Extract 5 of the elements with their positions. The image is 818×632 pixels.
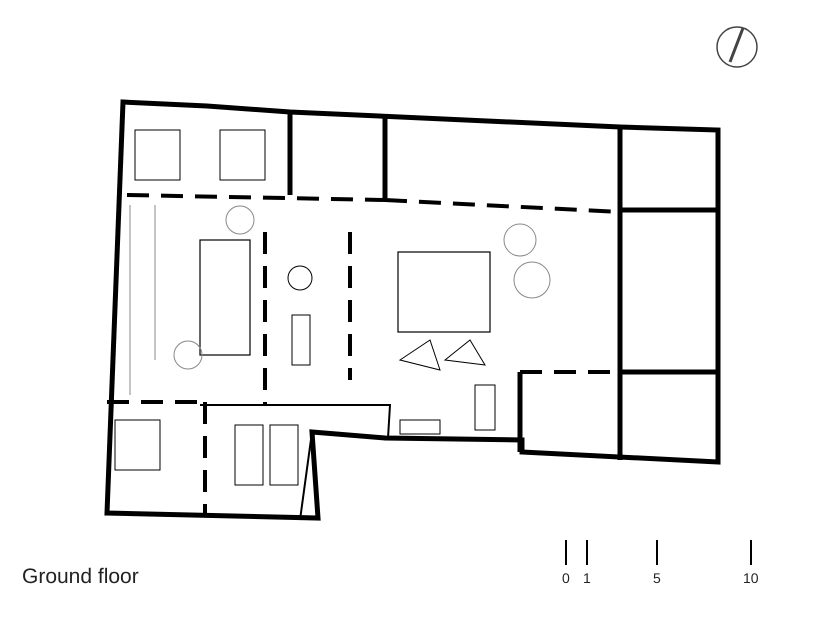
plan-title: Ground floor [22, 565, 139, 589]
scale-label: 5 [653, 570, 661, 586]
scale-label: 1 [583, 570, 591, 586]
scale-label: 10 [743, 570, 759, 586]
scale-label: 0 [562, 570, 570, 586]
